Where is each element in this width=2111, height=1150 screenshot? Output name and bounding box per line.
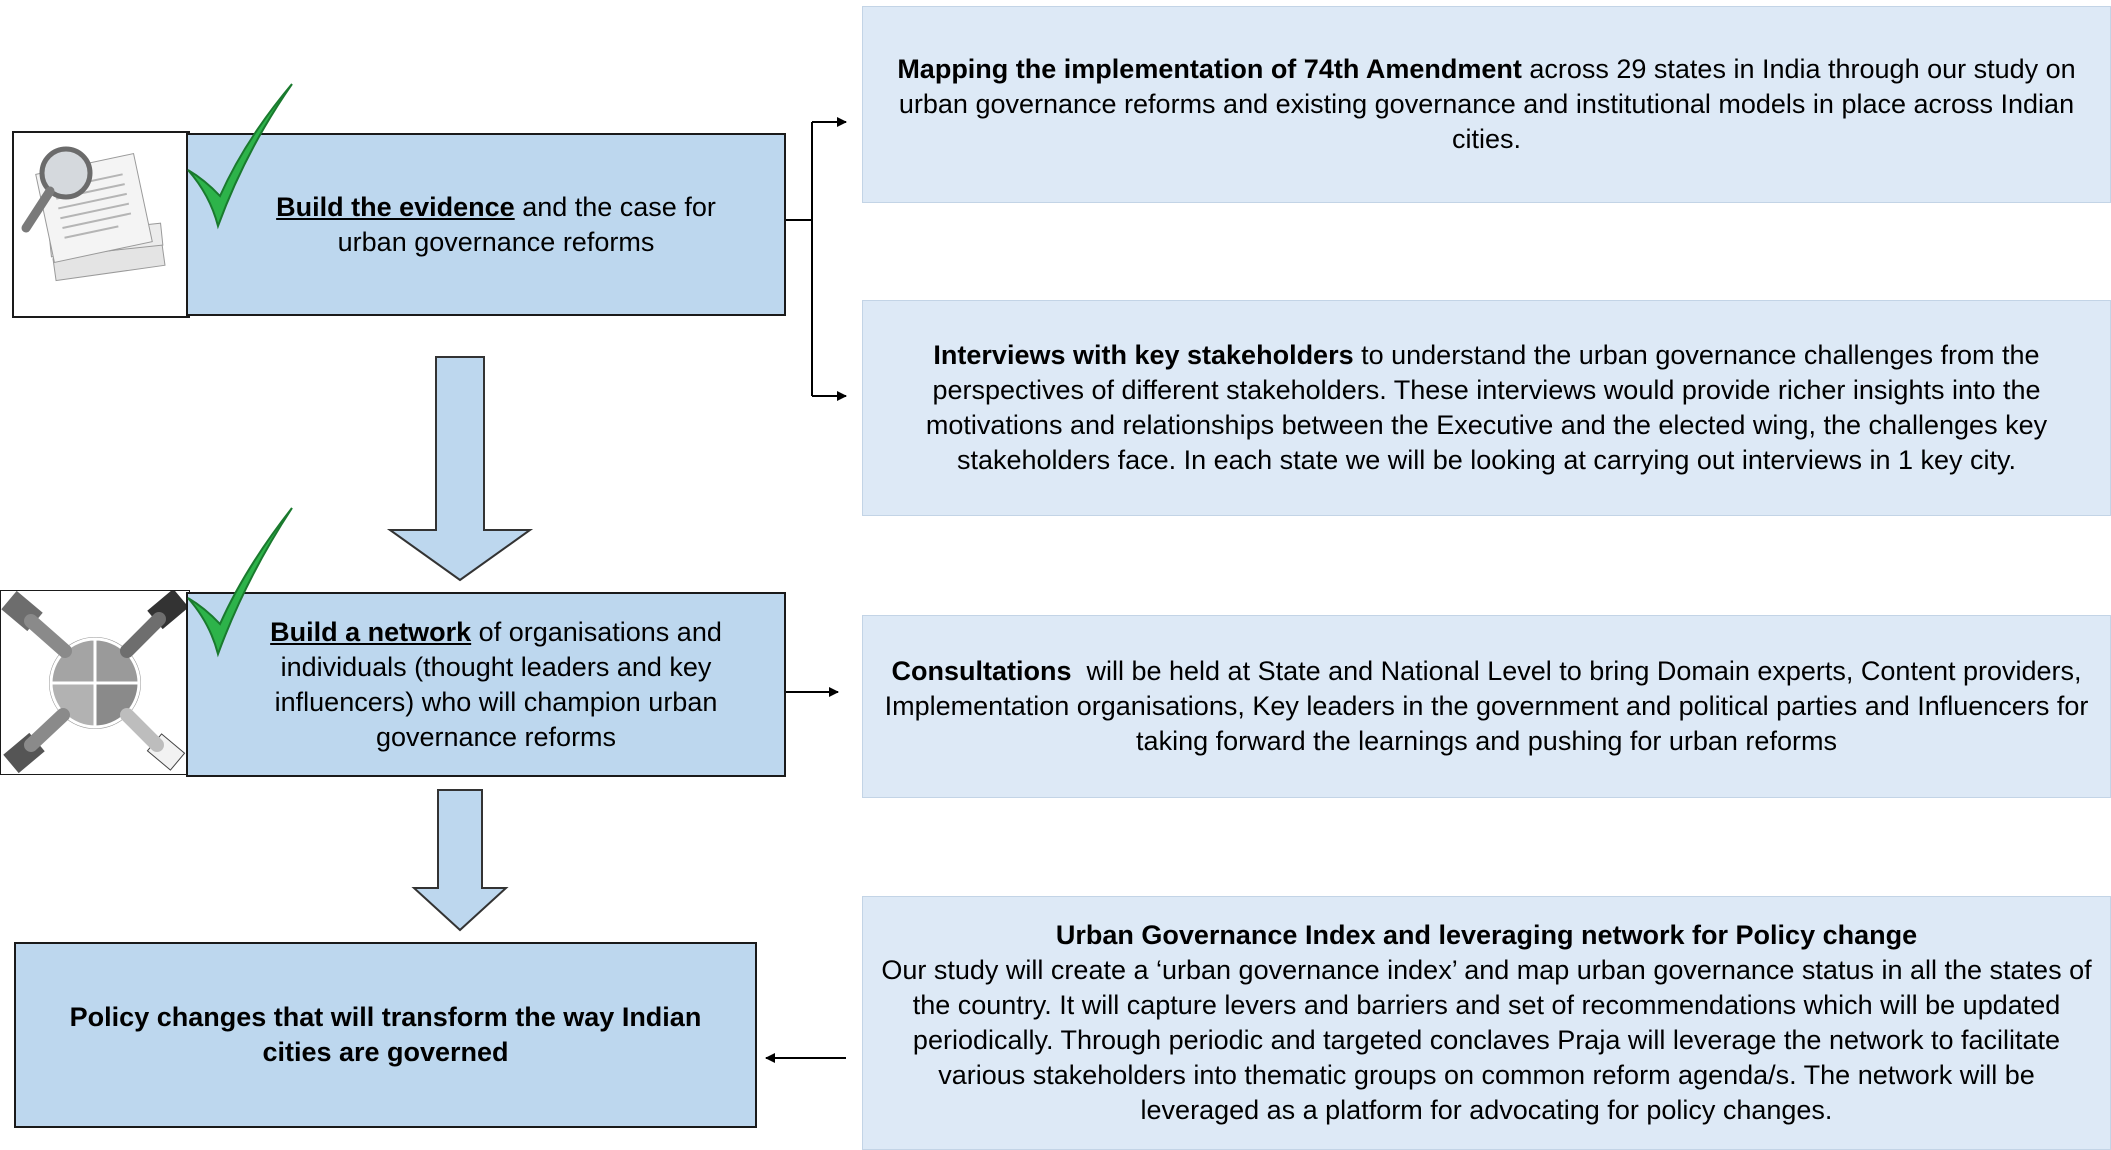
build-network-text: Build a network of organisations and ind… — [270, 616, 722, 752]
interviews-text: Interviews with key stakeholders to unde… — [925, 340, 2048, 475]
consultations-text: Consultations will be held at State and … — [884, 656, 2096, 756]
green-checkmark-icon — [187, 83, 293, 230]
bracket-connector — [786, 117, 847, 401]
interviews-box: Interviews with key stakeholders to unde… — [862, 300, 2111, 516]
magnifier-documents-icon — [21, 146, 166, 282]
down-arrow-1 — [386, 356, 534, 582]
policy-changes-box: Policy changes that will transform the w… — [14, 942, 757, 1128]
build-network-box: Build a network of organisations and ind… — [186, 592, 786, 777]
mapping-text: Mapping the implementation of 74th Amend… — [897, 54, 2076, 154]
urban-governance-index-box: Urban Governance Index and leveraging ne… — [862, 896, 2111, 1150]
build-evidence-box: Build the evidence and the case for urba… — [186, 133, 786, 316]
urban-governance-index-title: Urban Governance Index and leveraging ne… — [1055, 920, 1918, 950]
urban-governance-index-body: Our study will create a ‘urban governanc… — [881, 955, 2092, 1125]
consultations-box: Consultations will be held at State and … — [862, 615, 2111, 798]
policy-changes-text: Policy changes that will transform the w… — [69, 1002, 702, 1067]
mapping-box: Mapping the implementation of 74th Amend… — [862, 6, 2111, 203]
down-arrow-2 — [411, 789, 509, 932]
document-image — [12, 131, 190, 318]
hands-puzzle-icon — [1, 588, 189, 774]
build-evidence-text: Build the evidence and the case for urba… — [276, 191, 716, 257]
green-checkmark-icon — [187, 507, 293, 658]
